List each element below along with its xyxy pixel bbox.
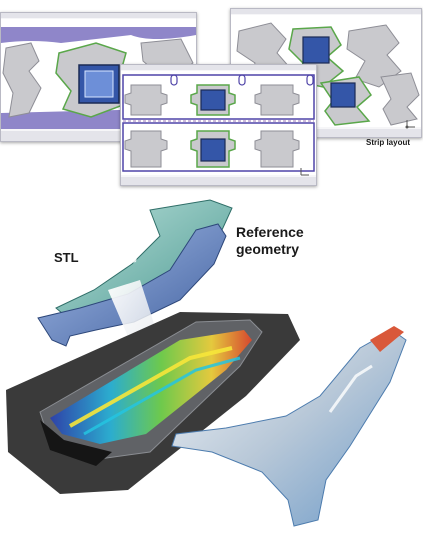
- blank-part: [380, 72, 420, 126]
- strip-frame-bottom: [122, 122, 315, 172]
- title-bar: [231, 9, 421, 14]
- strip-layout-window[interactable]: [120, 64, 317, 186]
- strip-frame-top: [122, 74, 315, 120]
- reference-geometry-label-line1: Reference: [236, 224, 304, 240]
- status-bar: [121, 177, 316, 185]
- die-block: [302, 36, 330, 64]
- reference-geometry-label-line2: geometry: [236, 241, 300, 257]
- strip-band-top: [1, 27, 196, 43]
- gizmo-axis-icon: [405, 120, 415, 129]
- 3d-scene: [6, 199, 407, 527]
- finished-part: [171, 329, 407, 527]
- die-block-inner: [84, 70, 114, 98]
- strip-layout-view: [121, 65, 316, 185]
- stl-label: STL: [54, 250, 79, 265]
- blank-part: [2, 42, 42, 118]
- gizmo-axis-icon: [300, 168, 309, 176]
- title-bar: [121, 65, 316, 70]
- finished-part-edge: [370, 326, 404, 352]
- tool-base-block: [40, 420, 112, 466]
- title-bar: [1, 13, 196, 18]
- die-block: [200, 138, 226, 162]
- die-block: [330, 82, 356, 108]
- strip-layout-caption: Strip layout: [366, 138, 411, 147]
- status-bar: [1, 131, 196, 141]
- reference-geometry-label: Reference geometry: [236, 224, 304, 258]
- die-block: [200, 89, 226, 111]
- status-bar: [231, 129, 421, 137]
- heat-map-part: [50, 330, 252, 444]
